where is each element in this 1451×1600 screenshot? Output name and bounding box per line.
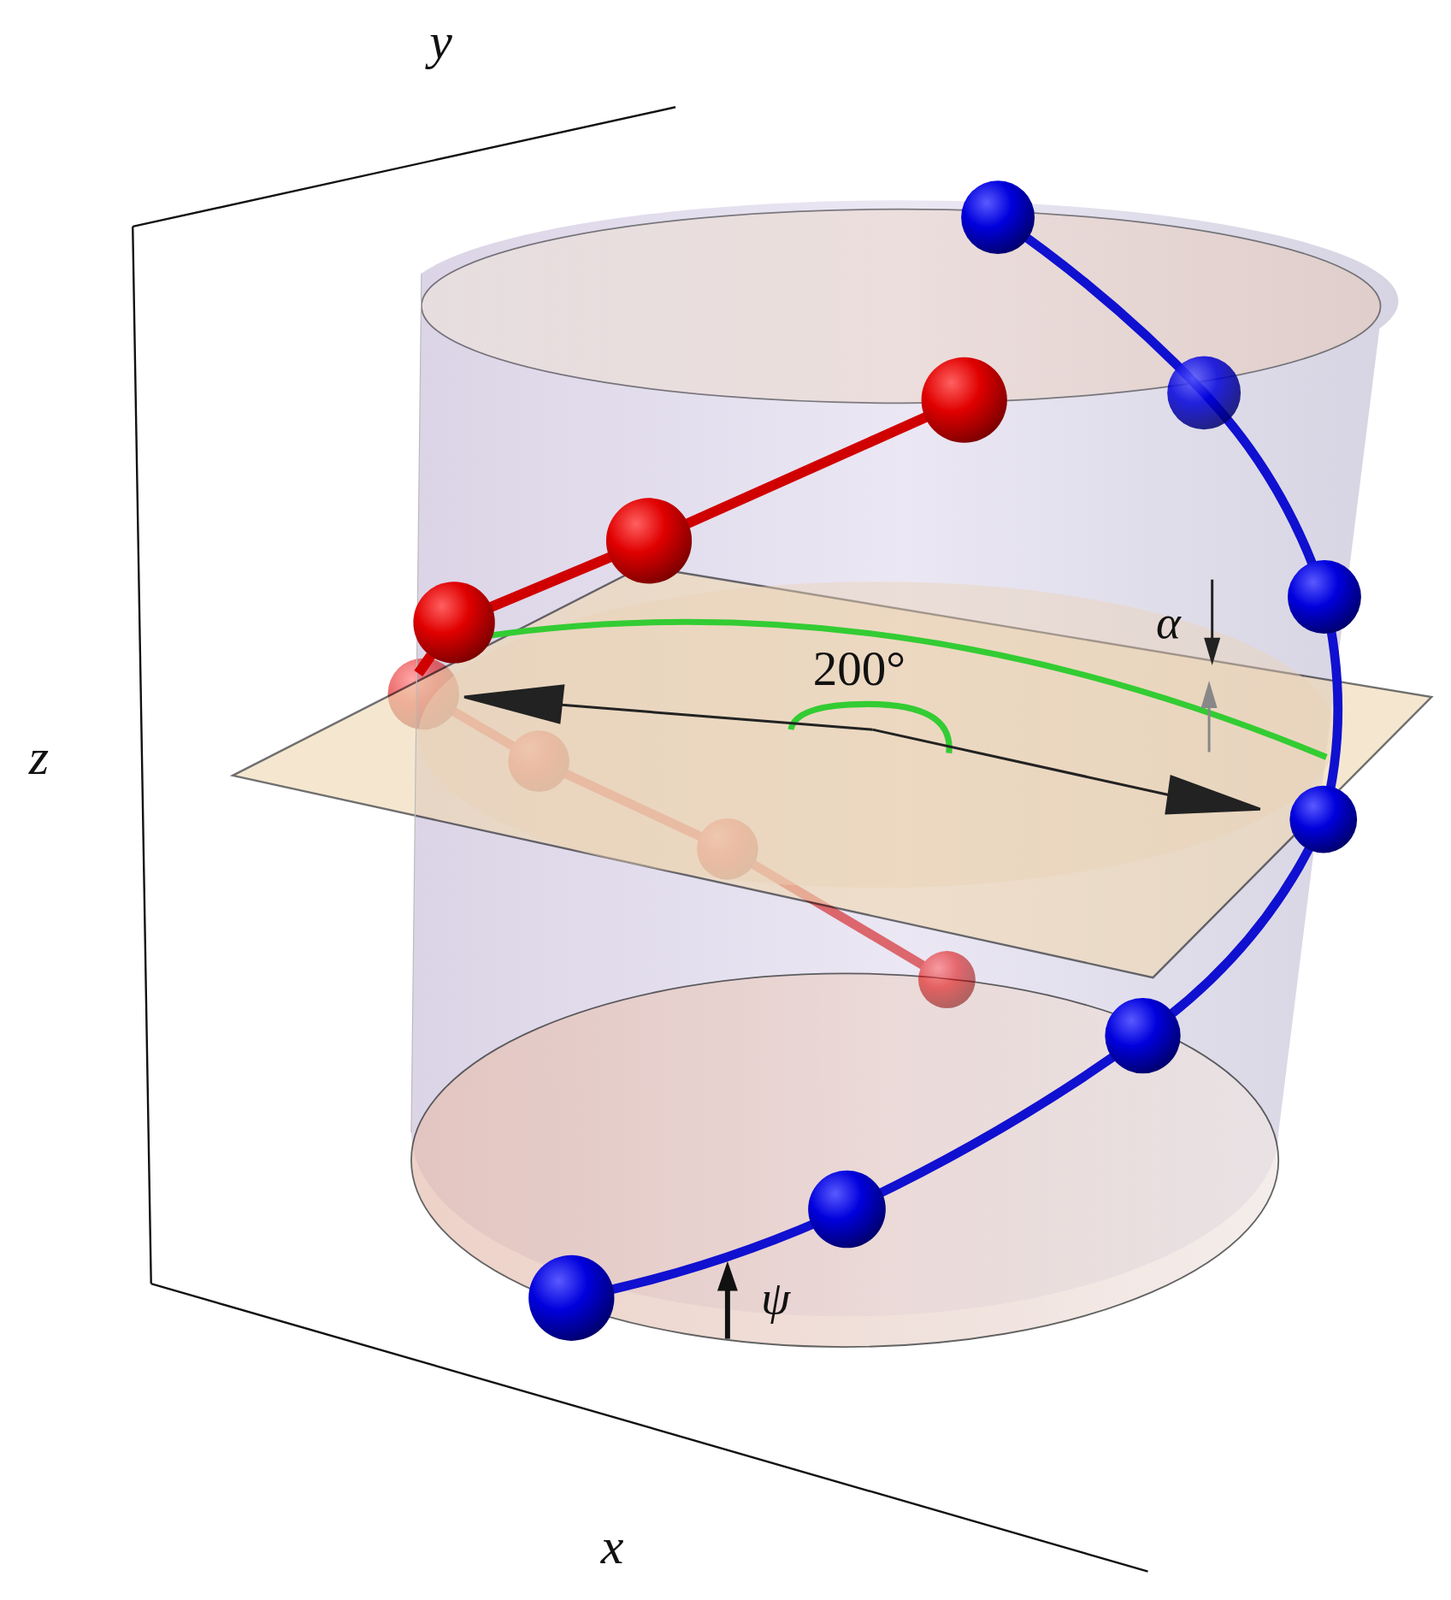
cylinder-bottom [411,973,1279,1347]
cylinder-top [421,209,1381,404]
alpha-arrows [1201,579,1221,753]
cylinder-edge [411,273,422,1133]
blue-strand [528,180,1362,1341]
cross-section [418,581,1337,888]
angle-symbol: ψ [760,1274,791,1322]
radius-arrows [464,685,1261,814]
psi-arrow [717,1261,738,1339]
axis-label: y [429,15,453,67]
angle-label: 200° [813,643,906,693]
axis-label: z [29,731,49,783]
angle-arc [454,621,1327,757]
plane [232,566,1432,978]
red-strand-upper [412,357,1007,674]
angle-symbol: α [1156,598,1181,646]
axis-label: x [601,1520,625,1572]
